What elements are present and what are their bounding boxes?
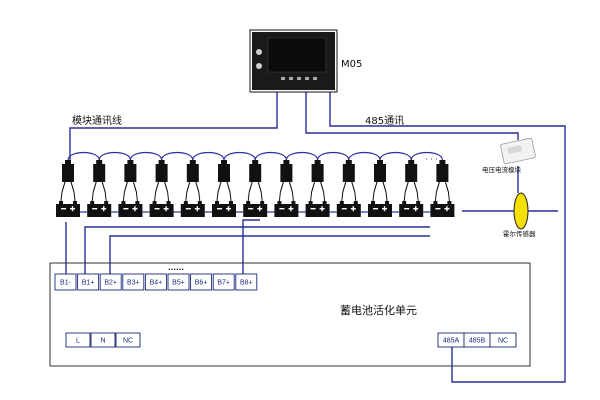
chain-wire xyxy=(223,151,256,161)
activation-module xyxy=(279,160,293,193)
svg-text:B5+: B5+ xyxy=(172,280,185,287)
activation-module xyxy=(435,160,449,193)
battery xyxy=(212,191,236,217)
rs485-wire xyxy=(305,92,519,140)
terminal-b3plus: B3+ xyxy=(122,273,145,291)
chain-wire xyxy=(410,151,443,161)
rs485-label: 485通讯 xyxy=(365,115,404,127)
battery xyxy=(87,191,112,217)
chain-wire xyxy=(192,151,225,161)
activation-unit-box xyxy=(49,262,531,367)
battery xyxy=(399,191,424,217)
svg-text:B4+: B4+ xyxy=(150,280,163,287)
battery-b1plus-wire xyxy=(84,226,430,274)
svg-text:NC: NC xyxy=(498,338,508,345)
module-bus-wire xyxy=(69,92,278,162)
svg-text:NC: NC xyxy=(123,338,133,345)
chain-wire xyxy=(129,151,163,161)
power-terminal-l: L xyxy=(65,332,91,348)
battery xyxy=(430,191,455,217)
battery xyxy=(180,191,205,217)
terminal-b2plus: B2+ xyxy=(99,273,122,291)
activation-module xyxy=(155,160,169,193)
comm-terminal-485a: 485A xyxy=(437,332,465,348)
chain-wire xyxy=(285,151,319,161)
terminal-b1minus: B1- xyxy=(54,273,77,291)
battery xyxy=(274,191,299,217)
svg-text:B3+: B3+ xyxy=(127,280,140,287)
battery xyxy=(243,191,268,217)
battery-b8plus-wire xyxy=(242,219,260,274)
comm-terminal-485b: 485B xyxy=(463,332,491,348)
terminal-b7plus: B7+ xyxy=(212,273,235,291)
voltage-module-label: 电压电流模块 xyxy=(482,165,522,174)
activation-module xyxy=(61,160,75,193)
chain-wire xyxy=(254,151,287,161)
power-terminal-strip: L N NC xyxy=(65,332,141,348)
activation-module xyxy=(373,160,387,193)
chain-wire xyxy=(67,151,100,161)
terminal-ellipsis: ...... xyxy=(168,264,184,272)
power-terminal-n: N xyxy=(90,332,116,348)
battery xyxy=(118,191,143,217)
power-terminal-nc: NC xyxy=(115,332,141,348)
hall-sensor-label: 霍尔传感器 xyxy=(503,229,536,238)
battery-terminal-strip: B1- B1+ B2+ B3+ B4+ B5+ B6+ B7+ B8+ xyxy=(54,273,258,291)
activation-module xyxy=(217,160,231,193)
module-bus-label: 模块通讯线 xyxy=(72,114,122,127)
voltage-current-module: 电压电流模块 xyxy=(482,137,536,174)
svg-text:B2+: B2+ xyxy=(104,280,117,287)
svg-text:B1+: B1+ xyxy=(82,280,95,287)
svg-text:B1-: B1- xyxy=(60,280,72,287)
svg-text:L: L xyxy=(76,338,80,345)
terminal-b4plus: B4+ xyxy=(144,273,167,291)
chain-wire xyxy=(348,151,381,161)
module-ellipsis: · · · xyxy=(425,155,438,164)
module-chain xyxy=(67,151,443,161)
battery-row xyxy=(56,191,455,217)
comm-terminal-nc: NC xyxy=(489,332,517,348)
chain-wire xyxy=(317,151,350,161)
device-label: M05 xyxy=(341,59,362,70)
module-row xyxy=(61,160,449,193)
battery xyxy=(336,191,361,217)
activation-module xyxy=(404,160,418,193)
hall-sensor: 霍尔传感器 xyxy=(503,192,536,238)
activation-module xyxy=(248,160,262,193)
terminal-b6plus: B6+ xyxy=(190,273,213,291)
activation-module xyxy=(186,160,200,193)
svg-text:B8+: B8+ xyxy=(240,280,253,287)
rs485-return-wire xyxy=(329,92,566,383)
battery xyxy=(56,191,80,217)
activation-module xyxy=(123,160,137,193)
chain-wire xyxy=(379,151,412,161)
activation-module xyxy=(311,160,325,193)
chain-wire xyxy=(161,151,194,161)
battery xyxy=(149,191,174,217)
chain-wire xyxy=(98,151,131,161)
svg-text:B7+: B7+ xyxy=(217,280,230,287)
terminal-b1plus: B1+ xyxy=(77,273,100,291)
svg-text:485A: 485A xyxy=(443,338,460,345)
m05-display-unit: M05 xyxy=(249,29,362,93)
activation-module xyxy=(342,160,356,193)
wiring xyxy=(65,92,566,383)
battery xyxy=(368,191,392,217)
activation-module xyxy=(92,160,106,193)
terminal-b8plus: B8+ xyxy=(235,273,258,291)
terminal-b5plus: B5+ xyxy=(167,273,190,291)
svg-text:N: N xyxy=(100,338,105,345)
comm-terminal-strip: 485A 485B NC xyxy=(437,332,517,348)
battery xyxy=(305,191,330,217)
svg-text:485B: 485B xyxy=(469,338,486,345)
activation-unit-label: 蓄电池活化单元 xyxy=(340,303,417,317)
battery-b2plus-wire xyxy=(109,235,430,274)
svg-text:B6+: B6+ xyxy=(195,280,208,287)
